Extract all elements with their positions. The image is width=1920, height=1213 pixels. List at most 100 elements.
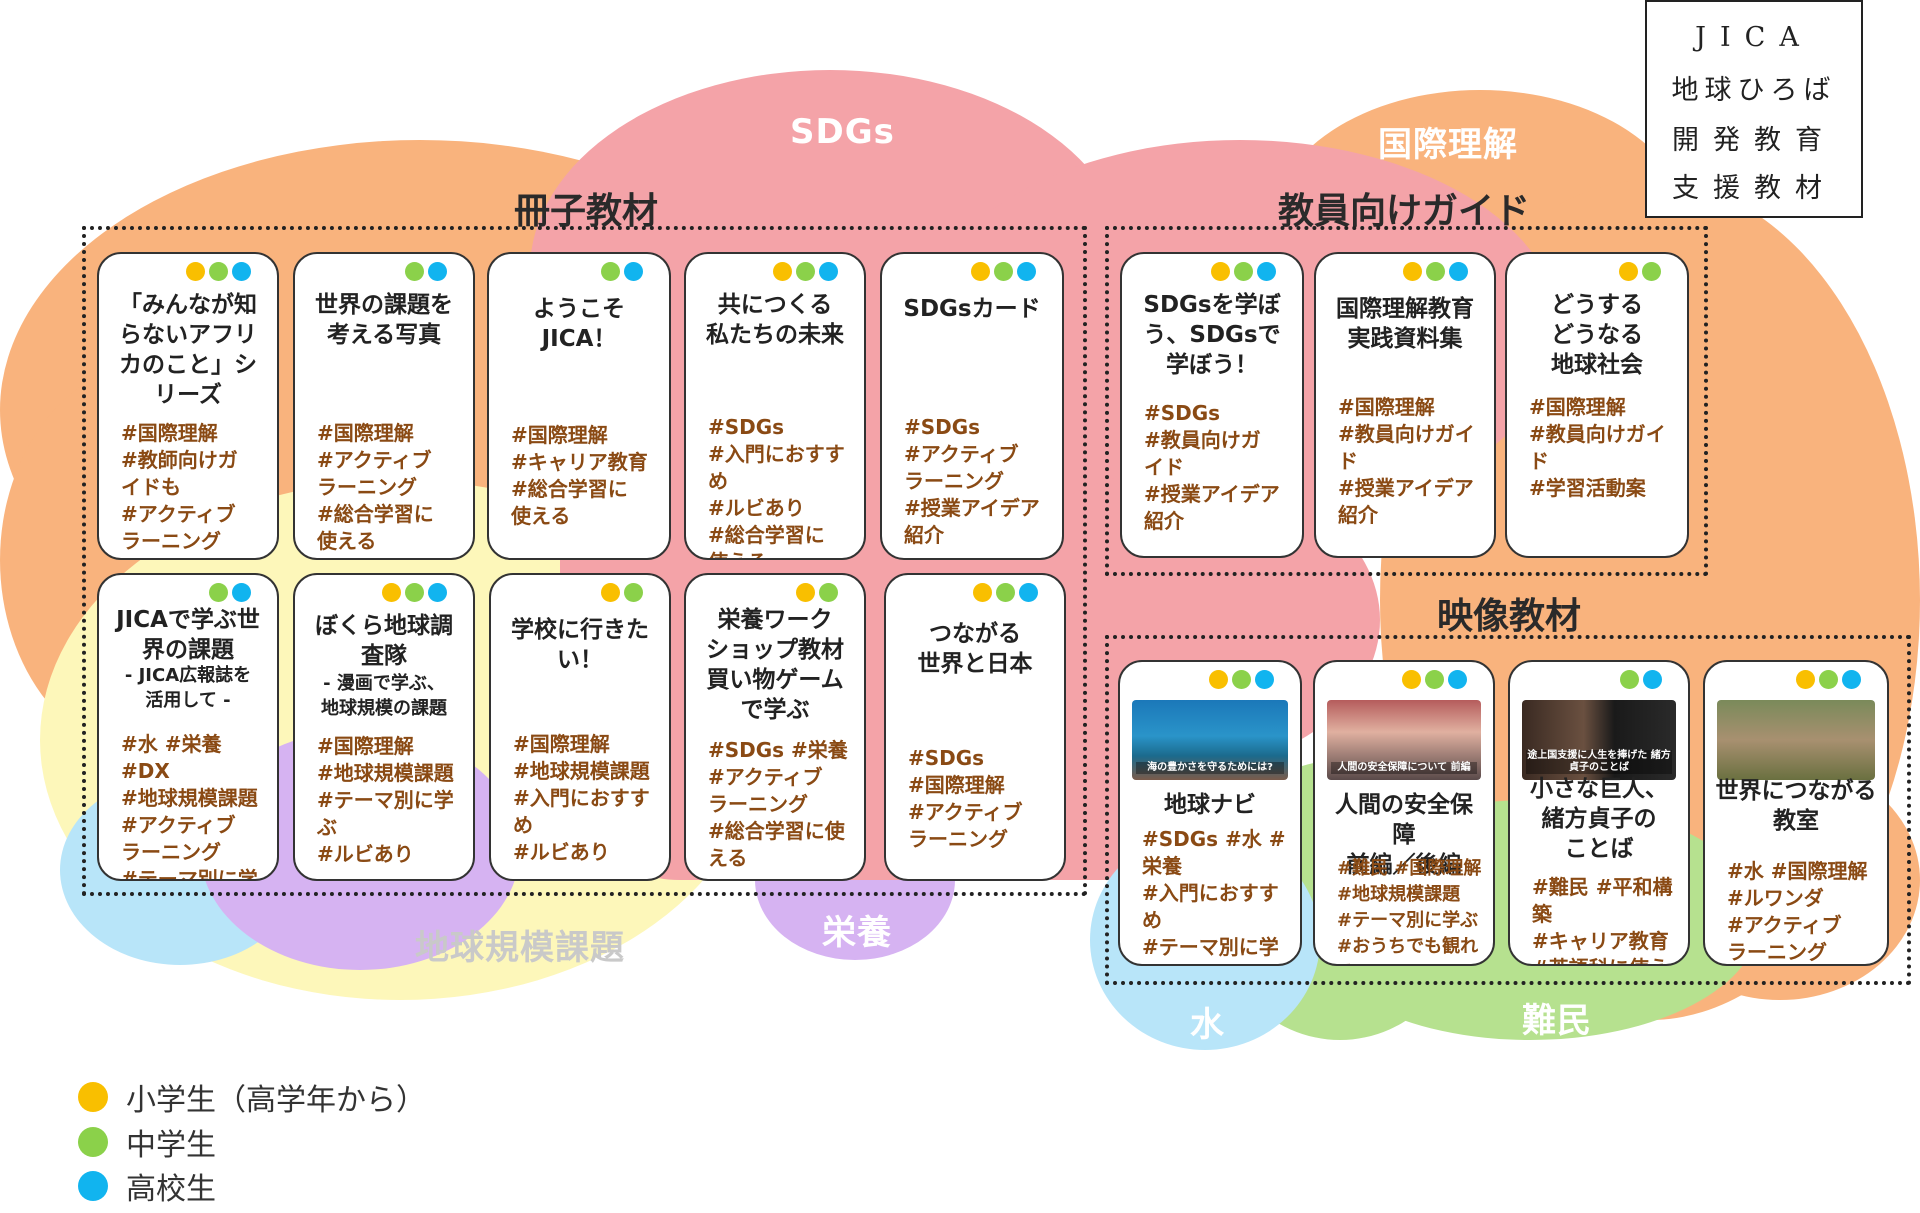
material-card[interactable]: 国際理解教育 実践資料集 #国際理解 #教員向けガイ ド #授業アイデア 紹介 [1314, 252, 1496, 558]
card-title: 人間の安全保障 前編／後編 [1335, 792, 1473, 878]
video-thumbnail[interactable] [1717, 700, 1875, 780]
card-hashtags: #SDGs #栄養 #アクティブ ラーニング #総合学習に使 える [708, 738, 848, 870]
card-hashtags: #国際理解 #アクティブ ラーニング #総合学習に 使える [317, 421, 434, 553]
grade-dot-junior-high [796, 262, 815, 281]
region-label-refugee: 難民 [1522, 1001, 1592, 1041]
grade-dot-junior-high [209, 583, 228, 602]
grade-dot-high [624, 262, 643, 281]
material-card[interactable]: 栄養ワーク ショップ教材 買い物ゲーム で学ぶ #SDGs #栄養 #アクティブ … [684, 573, 866, 881]
material-card[interactable]: 学校に行きた い！ #国際理解 #地球規模課題 #入門におすす め #ルビあり [489, 573, 671, 881]
card-title: SDGsを学ぼ う、SDGsで 学ぼう！ [1143, 292, 1281, 378]
material-card[interactable]: SDGsを学ぼ う、SDGsで 学ぼう！ #SDGs #教員向けガ イド #授業ア… [1120, 252, 1304, 558]
material-card[interactable]: 「みんなが知 らないアフリ カのこと」シ リーズ#国際理解 #教師向けガ イドも… [97, 252, 279, 560]
grade-dot-junior-high [1819, 670, 1838, 689]
grade-dot-junior-high [1232, 670, 1251, 689]
logo-line-devedu: 開発教育 [1672, 125, 1836, 156]
grade-dot-high [1017, 262, 1036, 281]
material-card[interactable]: SDGsカード#SDGs #アクティブ ラーニング #授業アイデア 紹介 [880, 252, 1064, 560]
region-label-global: 地球規模課題 [415, 928, 625, 968]
grade-dots [601, 262, 643, 281]
grade-dots [209, 583, 251, 602]
grade-dots [601, 583, 643, 602]
grade-dots [405, 262, 447, 281]
card-title: 世界の課題を 考える写真 [315, 292, 453, 348]
grade-dot-junior-high [994, 262, 1013, 281]
card-title: 世界につながる 教室 [1715, 778, 1877, 834]
grade-dots [1402, 670, 1467, 689]
card-hashtags: #国際理解 #教師向けガ イドも #アクティブ ラーニング [121, 421, 238, 553]
grade-dots [796, 583, 838, 602]
grade-dots [1211, 262, 1276, 281]
grade-dot-elementary [1403, 262, 1422, 281]
grade-dot-high [1019, 583, 1038, 602]
card-title: 小さな巨人、 緒方貞子の ことば [1530, 776, 1668, 862]
grade-dot-elementary [773, 262, 792, 281]
grade-dot-elementary [186, 262, 205, 281]
material-card[interactable]: 海の豊かさを守るためには? 地球ナビ #SDGs #水 #栄養 #入門におすすめ #… [1118, 660, 1302, 966]
grade-dot-junior-high [1642, 262, 1661, 281]
grade-dot-high [232, 262, 251, 281]
grade-dot-elementary [382, 583, 401, 602]
card-title: 地球ナビ [1164, 792, 1256, 818]
logo-line-jica: JICA [1695, 22, 1813, 53]
section-box-booklet [82, 226, 1087, 896]
material-card[interactable]: JICAで学ぶ世 界の課題- JICA広報誌を 活用して -#水 #栄養 #DX… [97, 573, 279, 881]
card-title: ぼくら地球調 査隊 [315, 613, 453, 669]
card-hashtags: #水 #国際理解 #ルワンダ #アクティブ ラーニング [1727, 859, 1868, 964]
grade-dot-elementary [1211, 262, 1230, 281]
grade-dot-high [1255, 670, 1274, 689]
card-title: 栄養ワーク ショップ教材 買い物ゲーム で学ぶ [706, 607, 844, 723]
card-hashtags: #SDGs #アクティブ ラーニング #授業アイデア 紹介 [904, 415, 1040, 547]
video-thumbnail[interactable]: 人間の安全保障について 前編 [1327, 700, 1481, 780]
material-card[interactable]: どうする どうなる 地球社会#国際理解 #教員向けガイ ド #学習活動案 [1505, 252, 1689, 558]
card-hashtags: #国際理解 #教員向けガイ ド #学習活動案 [1529, 395, 1666, 500]
video-thumbnail[interactable]: 途上国支援に人生を捧げた 緒方貞子のことば [1522, 700, 1676, 780]
material-card[interactable]: 共につくる 私たちの未来#SDGs #入門におすすめ #ルビあり #総合学習に … [684, 252, 866, 560]
card-hashtags: #SDGs #入門におすすめ #ルビあり #総合学習に 使える [708, 415, 845, 558]
material-card[interactable]: つながる 世界と日本#SDGs #国際理解 #アクティブ ラーニング [884, 573, 1066, 881]
material-card[interactable]: ようこそJICA！#国際理解 #キャリア教育 #総合学習に 使える [487, 252, 671, 560]
grade-dots [973, 583, 1038, 602]
grade-dots [1209, 670, 1274, 689]
grade-dots [1620, 670, 1662, 689]
grade-dot-elementary [1796, 670, 1815, 689]
grade-dot-high [1643, 670, 1662, 689]
grade-dot-elementary [796, 583, 815, 602]
video-thumbnail[interactable]: 海の豊かさを守るためには? [1132, 700, 1288, 780]
card-hashtags: #国際理解 #教員向けガイ ド #授業アイデア 紹介 [1338, 395, 1475, 527]
grade-dot-high [1842, 670, 1861, 689]
material-card[interactable]: 世界の課題を 考える写真 #国際理解 #アクティブ ラーニング #総合学習に 使え… [293, 252, 475, 560]
card-hashtags: #SDGs #国際理解 #アクティブ ラーニング [908, 746, 1023, 851]
card-subtitle: - 漫画で学ぶ、 地球規模の課題 [321, 673, 447, 719]
grade-dots [1619, 262, 1661, 281]
legend-label-elementary: 小学生（高学年から） [126, 1083, 426, 1118]
material-card[interactable]: 途上国支援に人生を捧げた 緒方貞子のことば小さな巨人、 緒方貞子の ことば#難民… [1508, 660, 1690, 966]
material-card[interactable]: 人間の安全保障について 前編人間の安全保障 前編／後編#難民 #国際理解 #地球… [1313, 660, 1495, 966]
card-title: 国際理解教育 実践資料集 [1336, 296, 1474, 352]
grade-dot-high [428, 583, 447, 602]
grade-dots [1403, 262, 1468, 281]
grade-dot-junior-high [1620, 670, 1639, 689]
section-box-video [1105, 635, 1911, 985]
card-hashtags: #国際理解 #キャリア教育 #総合学習に 使える [511, 423, 648, 528]
legend-dot-junior-high [78, 1127, 108, 1157]
grade-dot-junior-high [624, 583, 643, 602]
card-hashtags: #SDGs #水 #栄養 #入門におすすめ #テーマ別に学ぶ #おうちでも観れ … [1142, 827, 1286, 964]
material-card[interactable]: 世界につながる 教室 #水 #国際理解 #ルワンダ #アクティブ ラーニング [1703, 660, 1889, 966]
card-hashtags: #国際理解 #地球規模課題 #入門におすす め #ルビあり [513, 732, 650, 864]
legend-dot-high [78, 1171, 108, 1201]
grade-dot-elementary [973, 583, 992, 602]
video-thumbnail-caption: 人間の安全保障について 前編 [1331, 762, 1477, 774]
card-hashtags: #SDGs #教員向けガ イド #授業アイデア 紹介 [1144, 401, 1280, 533]
grade-dot-high [819, 262, 838, 281]
card-title: 学校に行きた い！ [511, 617, 649, 673]
grade-dot-junior-high [601, 262, 620, 281]
legend-label-junior-high: 中学生 [126, 1128, 216, 1163]
section-box-teacher [1105, 226, 1708, 576]
legend-item-junior-high: 中学生 [78, 1120, 216, 1164]
legend-item-elementary: 小学生（高学年から） [78, 1075, 426, 1119]
grade-dots [773, 262, 838, 281]
card-subtitle: - JICA広報誌を 活用して - [124, 665, 252, 711]
material-card[interactable]: ぼくら地球調 査隊- 漫画で学ぶ、 地球規模の課題#国際理解 #地球規模課題 #… [293, 573, 475, 881]
grade-dot-junior-high [1426, 262, 1445, 281]
